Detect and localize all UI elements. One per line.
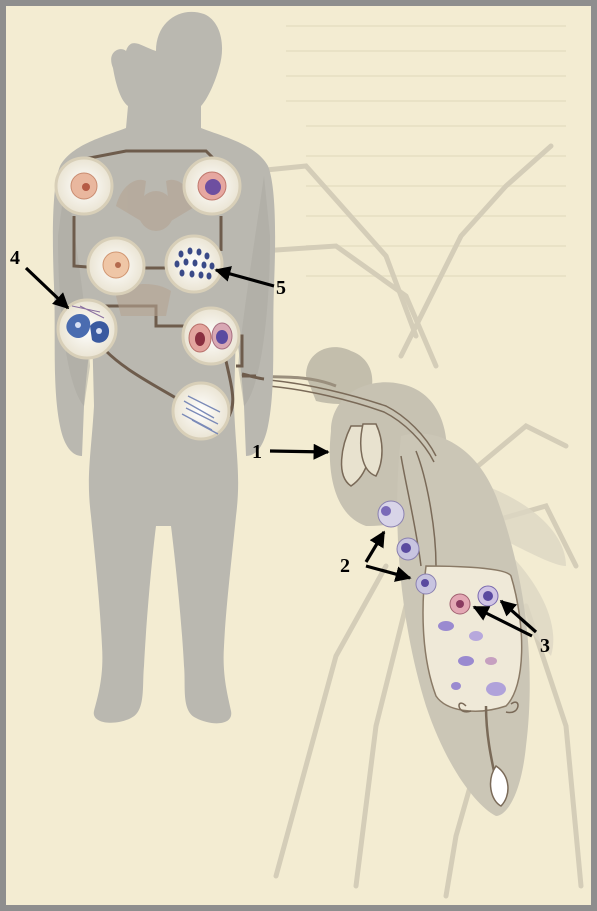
label-5: 5 [276,278,286,298]
inset-circle-upper-left [56,158,112,214]
inset-circle-mid-left [88,238,144,294]
label-4: 4 [10,248,20,268]
malaria-life-cycle-illustration [6,6,591,905]
inset-circle-sporozoites [173,383,229,439]
arrow-1 [270,451,328,452]
inset-circle-gametocytes [183,308,239,364]
inset-circle-upper-right [184,158,240,214]
label-3: 3 [540,636,550,656]
arrow-2a [366,532,384,562]
label-1: 1 [252,442,262,462]
inset-circle-merozoites [166,236,222,292]
background-texture [286,26,566,276]
label-2: 2 [340,556,350,576]
